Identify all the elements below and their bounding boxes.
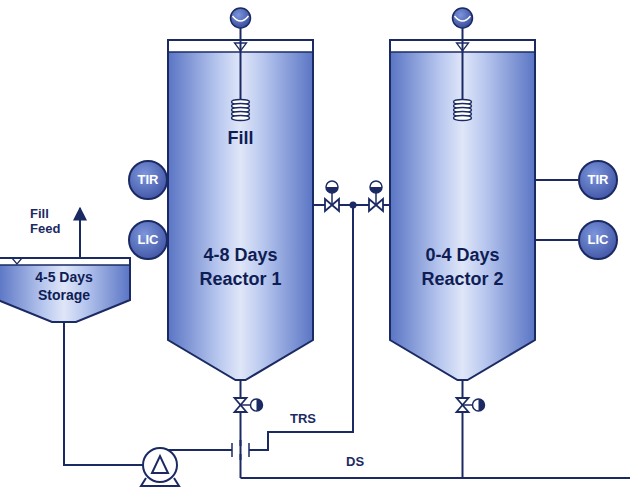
vessel-label: 4-5 Days (0, 269, 130, 286)
instrument-tag: TIR (138, 172, 159, 188)
junction-dot (350, 202, 357, 209)
line-label: DS (346, 455, 364, 470)
vessel-label: Storage (0, 287, 130, 304)
valve-symbol (235, 398, 263, 412)
pipe-crossing (248, 443, 250, 457)
pipe-connector (535, 179, 578, 181)
feed-arrow (79, 208, 81, 262)
valve-symbol (457, 398, 485, 412)
vessel-label: Reactor 1 (168, 269, 313, 291)
discharge-line (241, 477, 631, 479)
vessel-label: 4-8 Days (168, 245, 313, 267)
vessel-label: Fill (168, 128, 313, 150)
reactor-outline (390, 40, 535, 380)
pipe-crossing (231, 443, 233, 457)
line-label: TRS (290, 412, 316, 427)
pump-symbol (141, 448, 179, 486)
vessel-label: 0-4 Days (390, 245, 535, 267)
valve-symbol (369, 181, 383, 211)
pipe-crossing (240, 440, 242, 460)
pipe-connector (535, 239, 578, 241)
reactor-vessel: Fill 4-8 DaysReactor 1 (168, 40, 313, 380)
instrument-tag: LIC (138, 232, 159, 248)
instrument-circle: LIC (578, 220, 618, 260)
storage-tank: 4-5 DaysStorage (0, 258, 130, 322)
instrument-tag: LIC (588, 232, 609, 248)
instrument-circle: TIR (128, 160, 168, 200)
valve-symbol (325, 181, 339, 211)
reactor-outline (168, 40, 313, 380)
vessel-label: Reactor 2 (390, 269, 535, 291)
feed-label: Fill Feed (30, 207, 60, 237)
instrument-circle: TIR (578, 160, 618, 200)
drain-pipe (240, 380, 242, 478)
instrument-tag: TIR (588, 172, 609, 188)
instrument-circle: LIC (128, 220, 168, 260)
reactor-vessel: 0-4 DaysReactor 2 (390, 40, 535, 380)
drain-pipe (462, 380, 464, 478)
